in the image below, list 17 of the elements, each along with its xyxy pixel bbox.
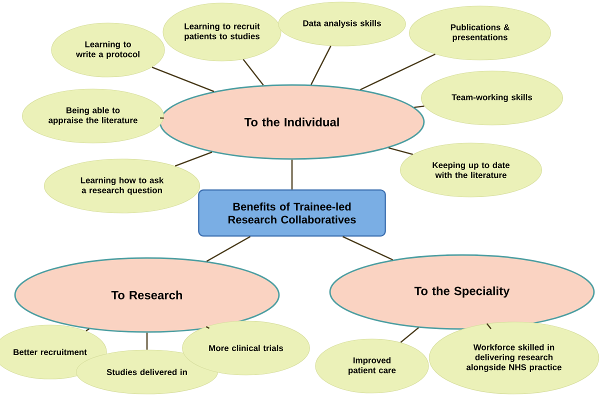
connector-line (400, 327, 420, 343)
connector-line (86, 328, 90, 332)
connector-line (388, 147, 413, 156)
connector-line (486, 323, 492, 330)
connector-line (291, 160, 293, 190)
connector-line (342, 236, 393, 260)
connector-line (160, 117, 164, 119)
connector-line (206, 326, 210, 329)
connector-line (206, 236, 251, 262)
connector-line (360, 54, 436, 90)
connector-line (310, 46, 332, 85)
connector-line (152, 66, 214, 92)
title-box: Benefits of Trainee-led Research Collaboratives (198, 189, 386, 237)
connector-line (174, 152, 212, 167)
connector-line (242, 58, 264, 86)
connector-line (414, 106, 424, 108)
connector-line (146, 332, 148, 350)
